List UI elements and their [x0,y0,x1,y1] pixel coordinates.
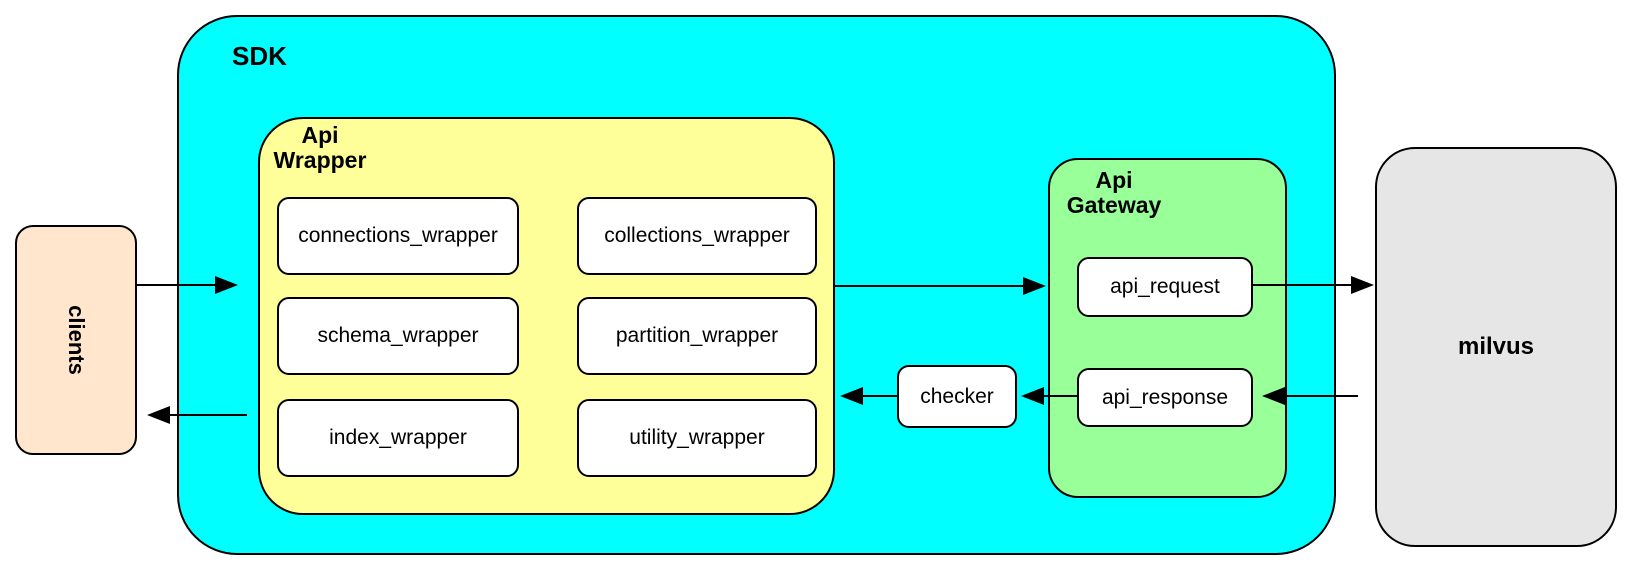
clients-node: clients [15,225,137,455]
arrow-line [136,284,217,286]
arrow-line [835,285,1025,287]
module-collections-wrapper: collections_wrapper [577,197,817,275]
api-wrapper-label: Api Wrapper [260,123,380,173]
api-request-node: api_request [1077,257,1253,317]
module-label: partition_wrapper [615,324,779,347]
api-gateway-label-line2: Gateway [1066,192,1162,218]
module-label: schema_wrapper [317,324,479,347]
arrow-line [863,395,897,397]
arrow-head-icon [1262,387,1285,405]
milvus-label: milvus [1457,333,1535,360]
api-gateway-label-line1: Api [1095,167,1133,193]
api-wrapper-label-line2: Wrapper [273,147,367,173]
arrow-head-icon [1351,276,1374,294]
module-label: connections_wrapper [298,224,498,247]
arrow-line [168,414,247,416]
arrow-line [1253,284,1352,286]
arrow-line [1285,395,1358,397]
api-gateway-container: Api Gateway api_request api_response [1048,158,1287,498]
module-label: collections_wrapper [604,224,790,247]
checker-node: checker [897,365,1017,428]
arrow-head-icon [215,276,238,294]
api-wrapper-label-line1: Api [301,122,339,148]
module-partition-wrapper: partition_wrapper [577,297,817,375]
checker-label: checker [920,384,994,408]
arrow-head-icon [1023,277,1046,295]
arrow-line [1044,395,1077,397]
arrow-head-icon [1021,387,1044,405]
sdk-container: SDK Api Wrapper connections_wrapper coll… [177,15,1336,555]
module-schema-wrapper: schema_wrapper [277,297,519,375]
api-request-label: api_request [1110,275,1220,298]
api-response-node: api_response [1077,368,1253,427]
arrow-head-icon [840,387,863,405]
clients-label: clients [63,305,89,375]
module-label: index_wrapper [329,426,467,449]
sdk-label: SDK [232,41,287,71]
module-connections-wrapper: connections_wrapper [277,197,519,275]
api-wrapper-container: Api Wrapper connections_wrapper collecti… [258,117,835,515]
milvus-node: milvus [1375,147,1617,547]
module-label: utility_wrapper [629,426,765,449]
module-utility-wrapper: utility_wrapper [577,399,817,477]
api-response-label: api_response [1101,385,1229,409]
api-gateway-label: Api Gateway [1050,168,1178,218]
module-index-wrapper: index_wrapper [277,399,519,477]
arrow-head-icon [147,406,170,424]
